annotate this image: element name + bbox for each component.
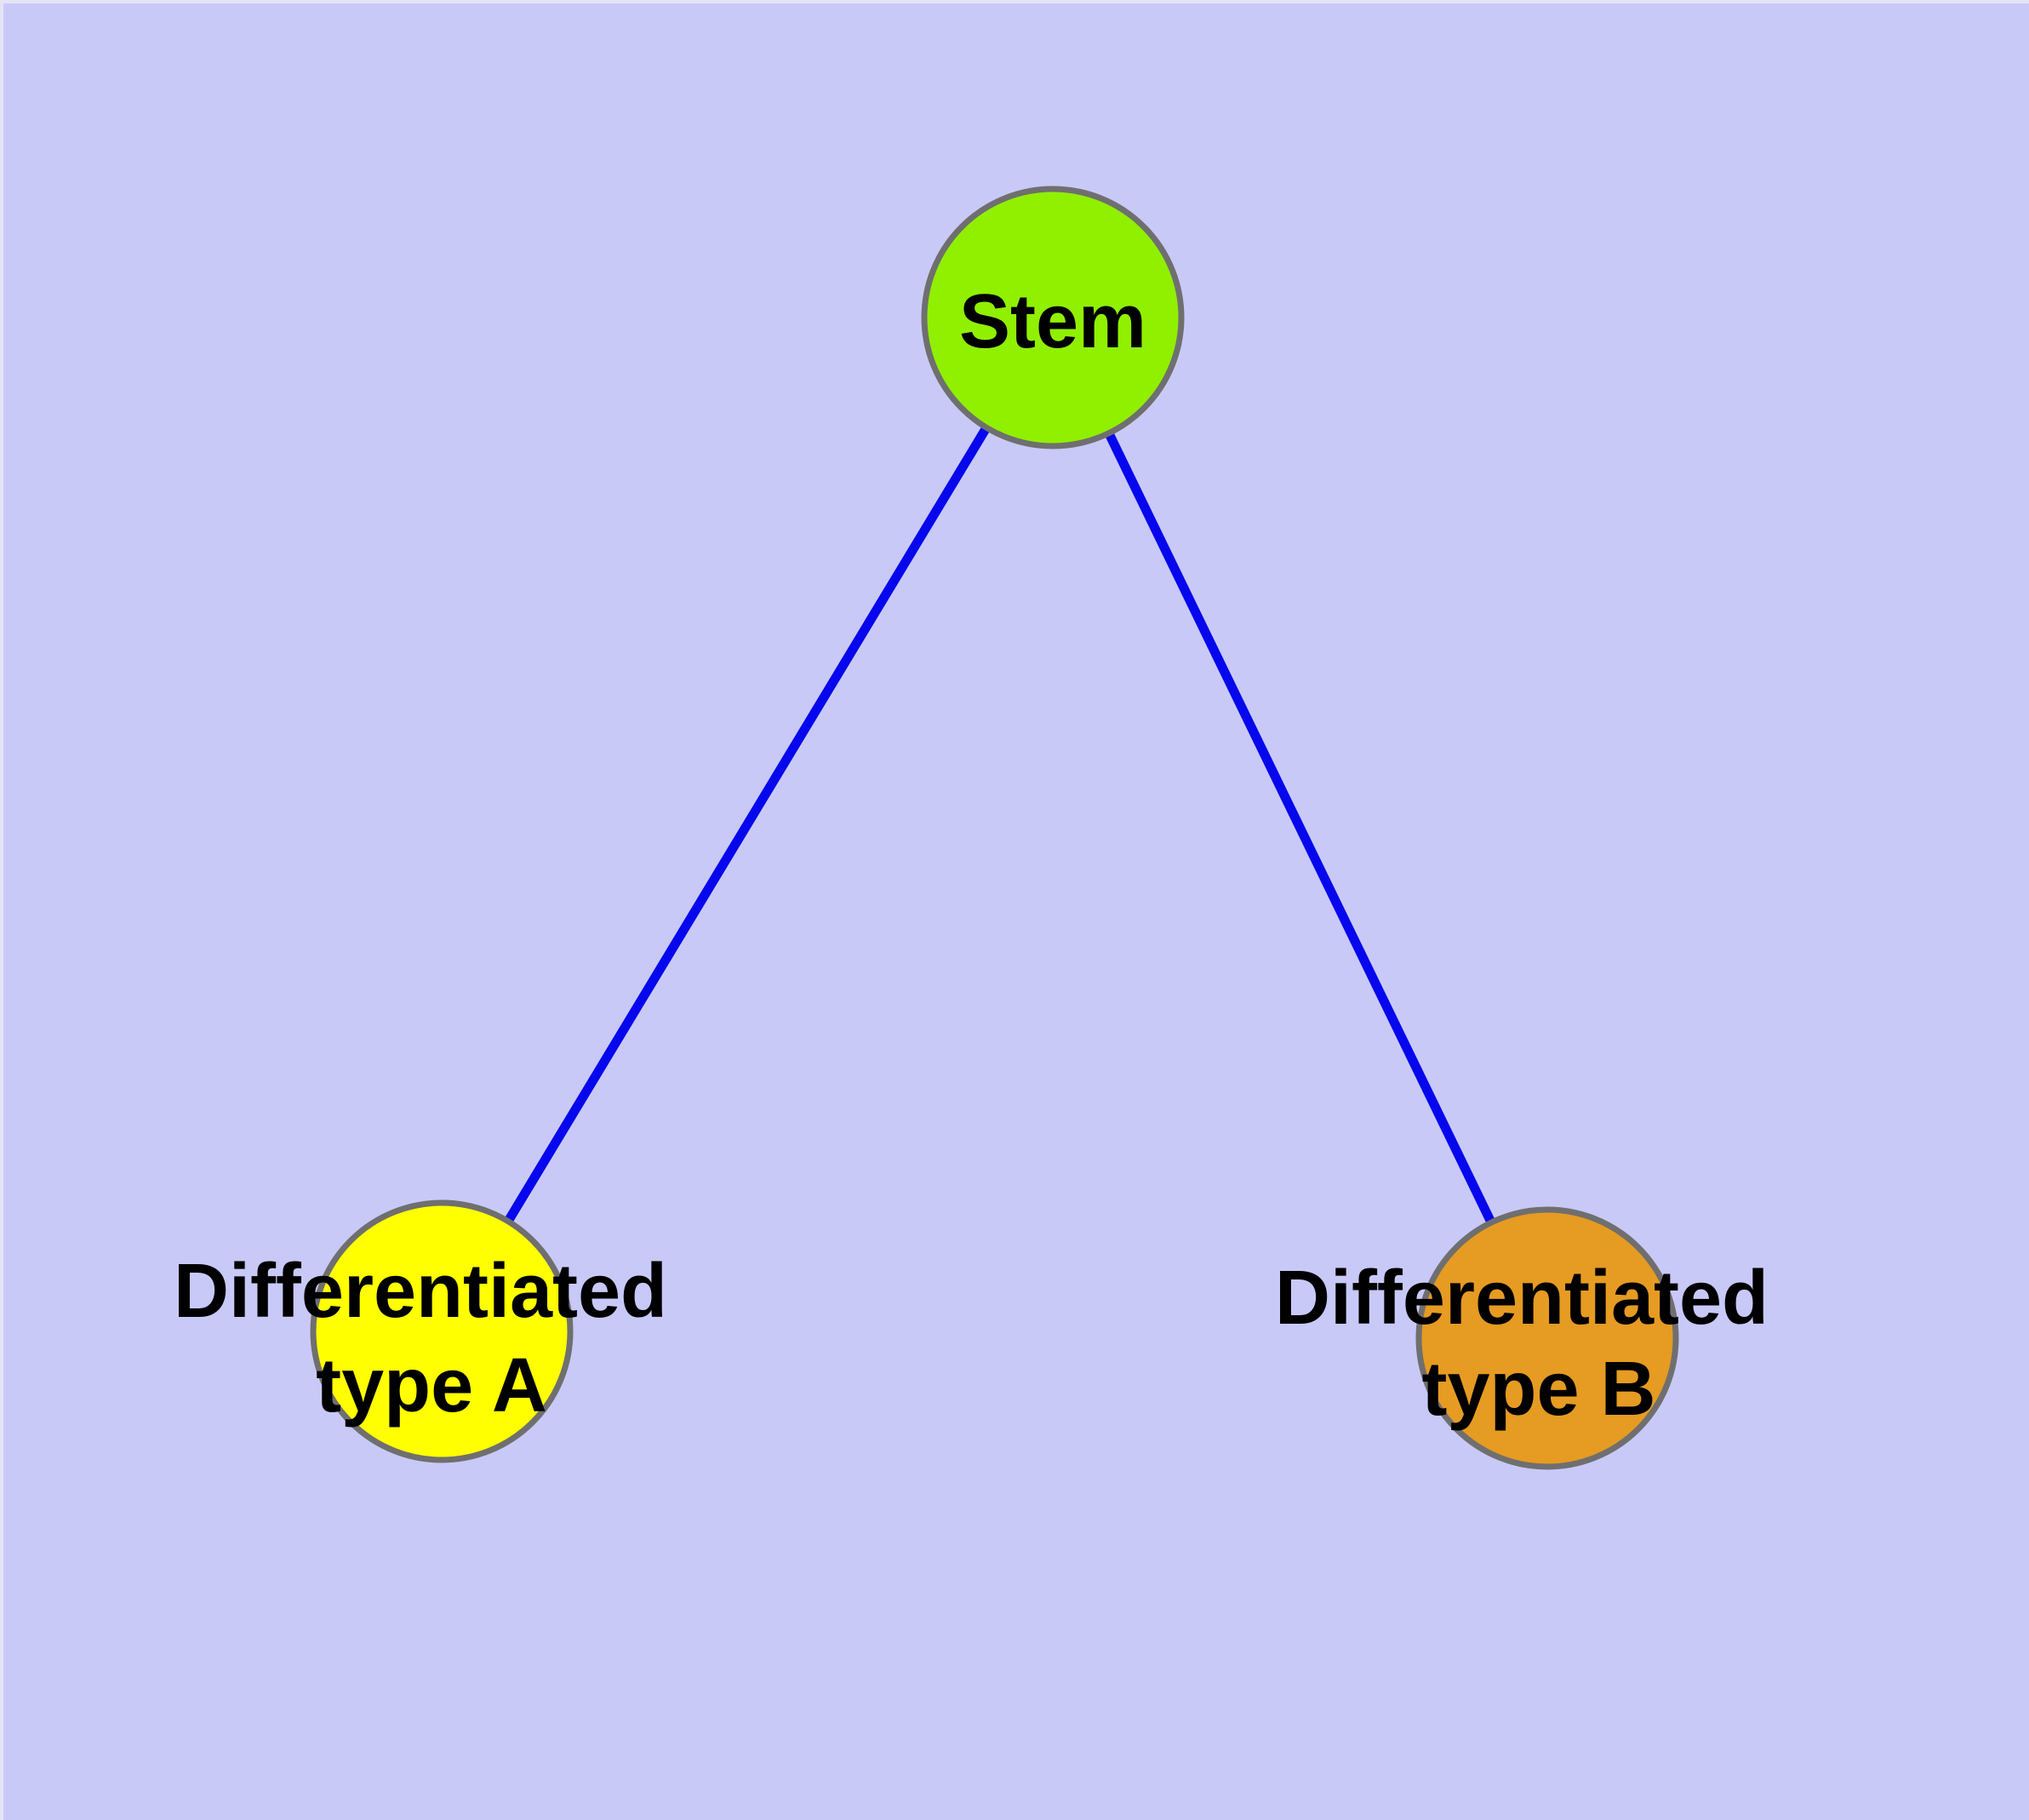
edge-stem-to-type-b: [1049, 315, 1552, 1341]
node-differentiated-type-b: Differentiated type B: [1275, 1206, 1769, 1470]
node-stem-circle: [921, 186, 1185, 449]
node-differentiated-type-a: Differentiated type A: [174, 1199, 667, 1463]
node-type-b-label-line1: Differentiated: [1275, 1256, 1769, 1341]
node-type-b-label-line2: type B: [1421, 1347, 1655, 1432]
top-edge-strip: [0, 0, 2029, 3]
node-type-a-label-line2: type A: [316, 1343, 547, 1428]
node-type-a-circle: [310, 1199, 574, 1463]
node-type-a-label-line1: Differentiated: [174, 1249, 667, 1334]
edge-stem-to-type-a: [437, 315, 1057, 1334]
node-stem: Stem: [921, 186, 1185, 449]
node-stem-label: Stem: [959, 279, 1146, 364]
node-type-b-circle: [1415, 1206, 1679, 1470]
left-edge-strip: [0, 0, 3, 1820]
